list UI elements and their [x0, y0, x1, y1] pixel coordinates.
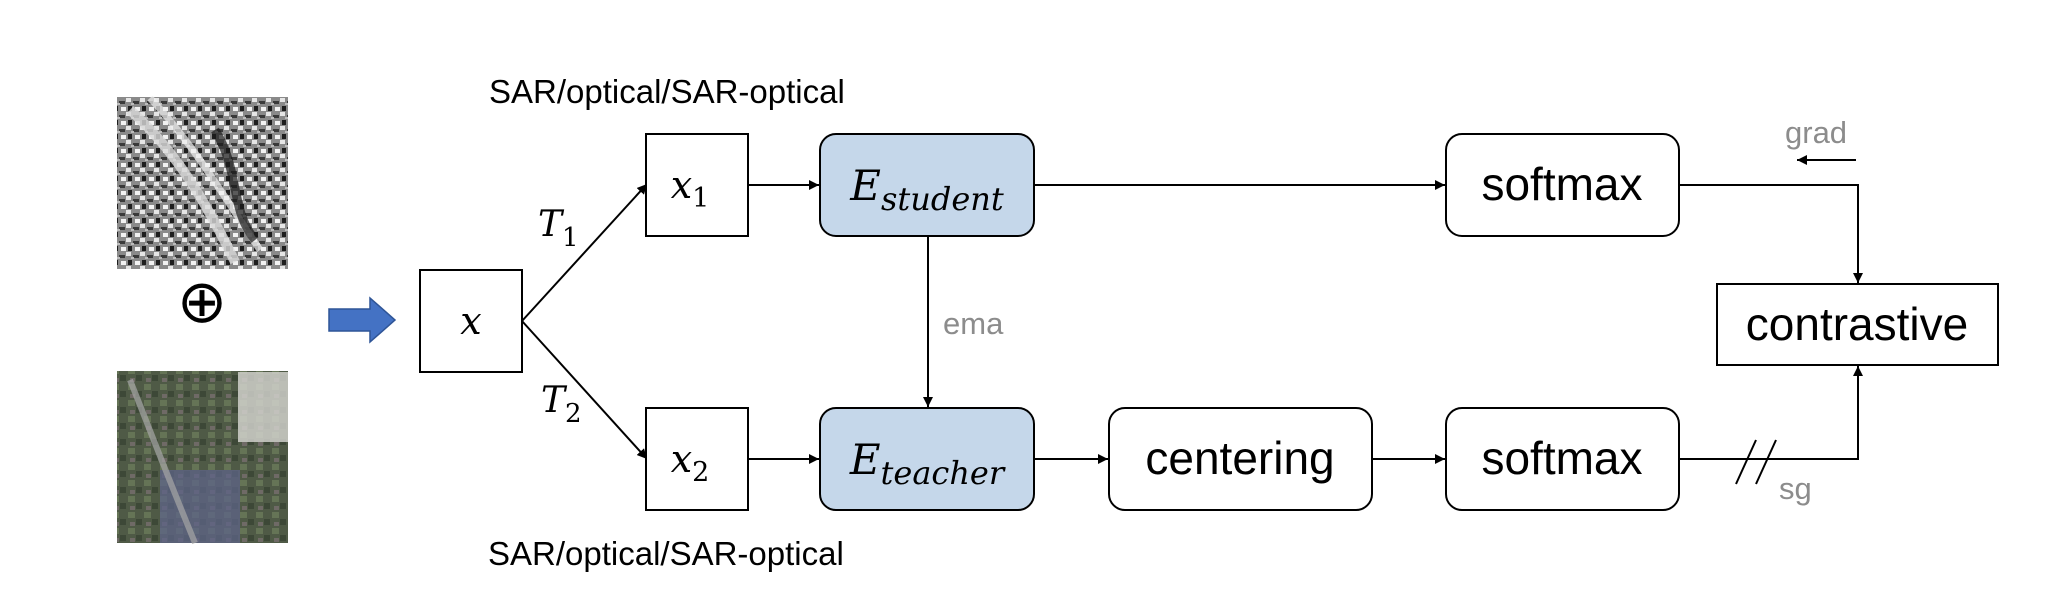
optical-image: [117, 371, 288, 545]
softmax-top-to-contrastive-arrow: [1679, 184, 1863, 283]
modality-label-top: SAR/optical/SAR-optical: [489, 73, 845, 110]
oplus-glyph: ⊕: [177, 267, 227, 337]
t2-arrow: [521, 320, 648, 460]
softmax-bottom-label: softmax: [1481, 432, 1642, 484]
centering-label: centering: [1145, 432, 1334, 484]
softmax-top-label: softmax: [1481, 158, 1642, 210]
x1-box: [645, 133, 749, 237]
t1-label: T1: [538, 204, 579, 253]
modality-label-bottom: SAR/optical/SAR-optical: [488, 535, 844, 572]
stop-gradient-marks: [1735, 439, 1777, 485]
grad-label: grad: [1785, 115, 1847, 150]
softmax-bottom-to-contrastive-arrow: [1679, 366, 1863, 460]
input-arrow: [328, 296, 397, 344]
sg-label: sg: [1779, 471, 1812, 506]
x2-box: [645, 407, 749, 511]
t2-label: T2: [541, 380, 582, 429]
student-encoder-label: Estudent: [849, 161, 1004, 218]
ema-label: ema: [943, 306, 1004, 341]
oplus-symbol: ⊕: [177, 267, 227, 337]
contrastive-box: [1716, 283, 1999, 366]
sar-image: [117, 95, 288, 269]
t1-arrow: [521, 183, 648, 322]
x-label: x: [460, 299, 481, 343]
x2-label: x2: [671, 437, 710, 488]
teacher-encoder-label: Eteacher: [849, 435, 1006, 492]
x1-label: x1: [671, 163, 710, 214]
contrastive-label: contrastive: [1746, 298, 1968, 350]
